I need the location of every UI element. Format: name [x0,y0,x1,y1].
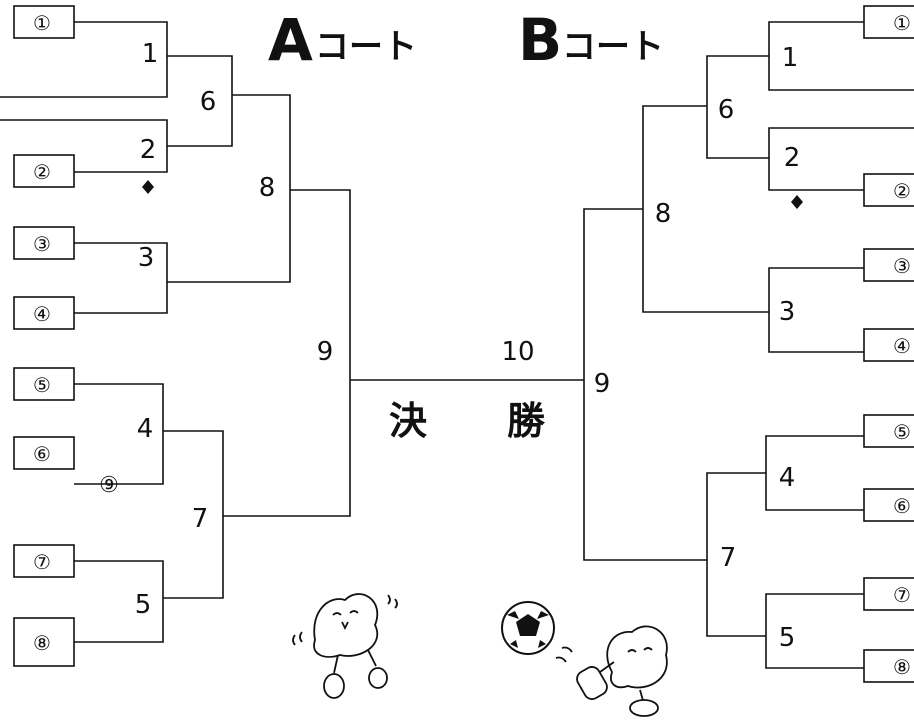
court-b-letter: B [518,6,562,74]
court-a-suffix: コート [315,27,417,67]
court-b-match-9-lines [583,208,707,561]
court-b-seed-box-4 [863,328,914,362]
court-a-match-5-lines [74,560,164,643]
court-a-match-2: 2 [140,135,157,165]
court-a-match-8-lines [167,94,291,283]
court-a-match-6: 6 [200,87,217,117]
final-match-number: 10 [501,337,534,367]
court-a-match-8: 8 [259,173,276,203]
court-b-match-4: 4 [779,463,796,493]
court-a-seed-8: ⑧ [33,631,51,655]
court-a-seed-box-5 [13,367,75,401]
court-a-match-3: 3 [138,243,155,273]
court-a-match-1-lines [0,21,168,98]
court-a-match-9: 9 [317,337,334,367]
court-b-match-7: 7 [720,543,737,573]
court-b-match-3: 3 [779,297,796,327]
diamond-marker-icon [791,195,803,209]
court-a-seed-box-1 [13,5,75,39]
court-b-match-7-lines [706,472,766,637]
court-b-bracket: ① ② ③ ④ ⑤ ⑥ ⑦ ⑧ 1 2 3 4 5 6 7 8 9 [583,5,914,683]
court-a-seed-1: ① [33,11,51,35]
court-a-match-4-lines [74,383,164,485]
court-b-seed-7: ⑦ [893,583,911,607]
court-a-match-6-lines [167,55,233,147]
court-b-suffix: コート [562,27,664,67]
court-b-match-1: 1 [782,43,799,73]
diamond-marker-icon [142,180,154,194]
court-a-seed-6: ⑥ [33,442,51,466]
court-b-seed-5: ⑤ [893,420,911,444]
court-a-match-3-lines [74,242,168,314]
court-b-match-2: 2 [784,143,801,173]
court-a-seed-4: ④ [33,302,51,326]
court-a-seed-box-3 [13,226,75,260]
court-b-match-6-lines [706,55,769,159]
court-b-match-6: 6 [718,95,735,125]
court-b-match-5: 5 [779,623,796,653]
court-a-seed-3: ③ [33,232,51,256]
court-b-seed-2: ② [893,179,911,203]
court-b-match-3-lines [768,267,864,353]
court-b-seed-box-3 [863,248,914,282]
court-b-seed-6: ⑥ [893,494,911,518]
final-label-left: 決 [389,398,427,443]
court-a-seed-box-7 [13,544,75,578]
court-b-seed-3: ③ [893,254,911,278]
court-a-seed-box-2 [13,154,75,188]
court-b-seed-box-5 [863,414,914,448]
court-b-seed-8: ⑧ [893,655,911,679]
court-b-seed-box-6 [863,488,914,522]
court-a-seed-5: ⑤ [33,373,51,397]
court-b-seed-box-8 [863,649,914,683]
court-a-bracket: ① ② ③ ④ ⑤ ⑥ ⑦ ⑧ 1 2 3 4 5 6 7 8 9 [0,5,351,667]
court-a-seed-box-6 [13,436,75,470]
kicking-bird-mascot-icon [555,625,668,717]
court-b-match-5-lines [765,593,864,669]
court-a-extra-seed: ⑨ [99,473,119,498]
court-a-match-4: 4 [137,414,154,444]
court-a-seed-2: ② [33,160,51,184]
court-b-seed-box-2 [863,173,914,207]
court-a-seed-box-8 [13,617,75,667]
court-b-seed-box-1 [863,5,914,39]
bird-mascot-icon [292,593,398,699]
final-label-right: 勝 [507,398,546,443]
court-b-match-8: 8 [655,199,672,229]
court-b-seed-box-7 [863,577,914,611]
court-b-match-9: 9 [594,369,611,399]
court-a-match-9-lines [223,189,351,517]
court-b-seed-1: ① [893,11,911,35]
court-a-match-1: 1 [142,39,159,69]
court-b-match-2-lines [768,127,914,191]
court-a-match-7: 7 [192,504,209,534]
court-b-seed-4: ④ [893,334,911,358]
court-a-match-5: 5 [135,590,152,620]
court-a-seed-7: ⑦ [33,550,51,574]
soccer-ball-icon [501,601,555,655]
court-a-letter: A [268,6,313,74]
court-a-match-7-lines [163,430,224,599]
